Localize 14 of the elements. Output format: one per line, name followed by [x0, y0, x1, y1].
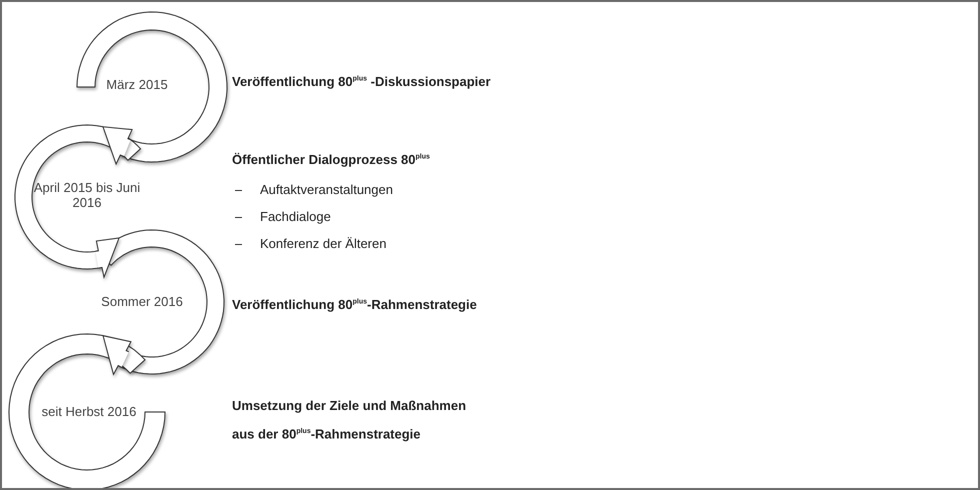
bullet-item: Auftaktveranstaltungen	[260, 182, 393, 197]
date-label: April 2015 bis Juni 2016	[32, 180, 142, 210]
step-description: Veröffentlichung 80$^{plus}$ -Diskussionspapier	[232, 74, 491, 89]
step-description: Veröffentlichung 80$^{plus}$-Rahmenstrategie	[232, 297, 477, 312]
date-label: Sommer 2016	[100, 294, 184, 309]
arrowhead	[95, 237, 120, 279]
arrowhead	[102, 335, 132, 376]
step-description: Umsetzung der Ziele und Maßnahmen aus der 80$^{plus}$-Rahmenstrategie	[232, 397, 468, 444]
arrowhead	[102, 126, 133, 166]
bullet-item: Konferenz der Älteren	[260, 236, 386, 251]
date-label: seit Herbst 2016	[40, 404, 138, 419]
bullet-item: Fachdialoge	[260, 209, 331, 224]
step-description: Öffentlicher Dialogprozess 80$^{plus}$	[232, 152, 430, 167]
date-label: März 2015	[105, 77, 169, 92]
